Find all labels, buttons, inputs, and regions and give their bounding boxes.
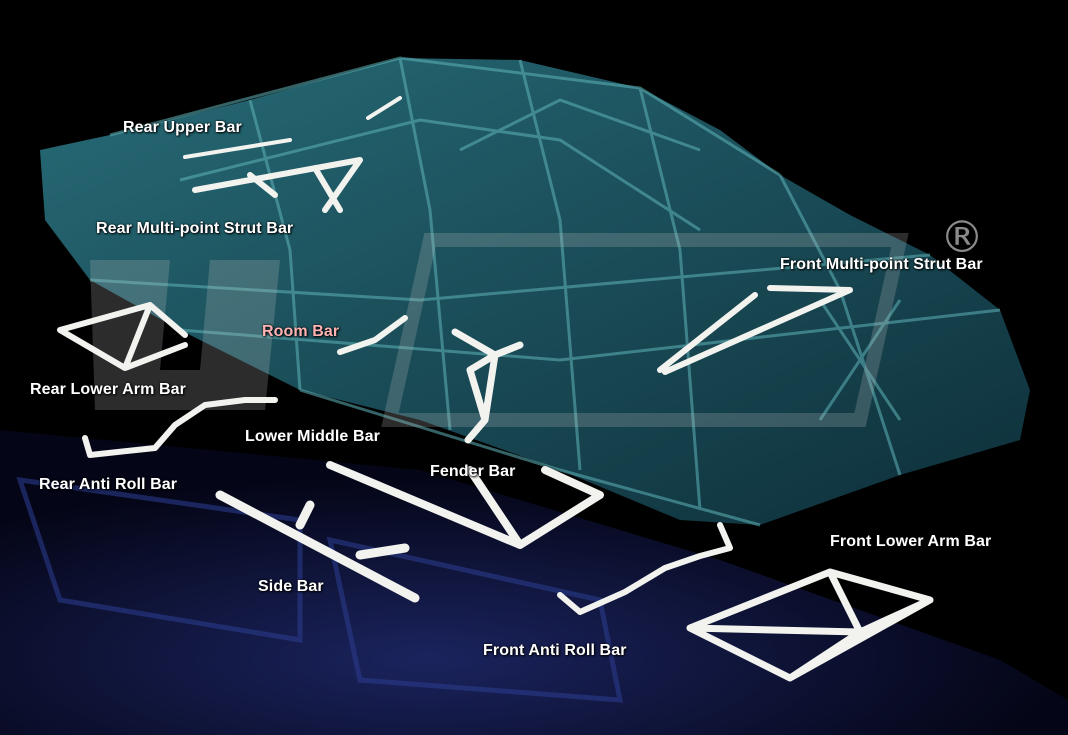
label-rear-multi-point-strut-bar: Rear Multi-point Strut Bar bbox=[96, 220, 294, 237]
rear-lower-arm-bar-part bbox=[57, 302, 188, 371]
front-lower-arm-bar-part bbox=[686, 568, 934, 682]
room-bar-part bbox=[337, 315, 408, 355]
front-anti-roll-bar-part bbox=[557, 522, 733, 615]
side-bar-part bbox=[215, 490, 420, 603]
fender-bar-part bbox=[451, 328, 524, 444]
rear-multi-point-strut-bar-part bbox=[192, 157, 363, 213]
label-fender-bar: Fender Bar bbox=[430, 463, 516, 480]
label-room-bar: Room Bar bbox=[262, 323, 340, 340]
label-lower-middle-bar: Lower Middle Bar bbox=[245, 428, 380, 445]
label-front-anti-roll-bar: Front Anti Roll Bar bbox=[483, 642, 627, 659]
rear-upper-bar-part bbox=[183, 96, 402, 159]
floor-reflection bbox=[0, 430, 1068, 735]
rear-anti-roll-bar-part bbox=[82, 397, 278, 458]
label-rear-upper-bar: Rear Upper Bar bbox=[123, 119, 242, 136]
lower-middle-bar-part bbox=[326, 461, 604, 549]
label-rear-lower-arm-bar: Rear Lower Arm Bar bbox=[30, 381, 186, 398]
watermark-logo bbox=[90, 233, 909, 427]
label-side-bar: Side Bar bbox=[258, 578, 324, 595]
reflection-frame bbox=[16, 476, 624, 703]
label-rear-anti-roll-bar: Rear Anti Roll Bar bbox=[39, 476, 178, 493]
registered-trademark-icon: ® bbox=[940, 212, 984, 263]
front-multi-point-strut-bar-part bbox=[657, 285, 853, 375]
label-front-lower-arm-bar: Front Lower Arm Bar bbox=[830, 533, 992, 550]
bars bbox=[57, 96, 934, 682]
label-front-multi-point-strut-bar: Front Multi-point Strut Bar bbox=[780, 256, 983, 273]
